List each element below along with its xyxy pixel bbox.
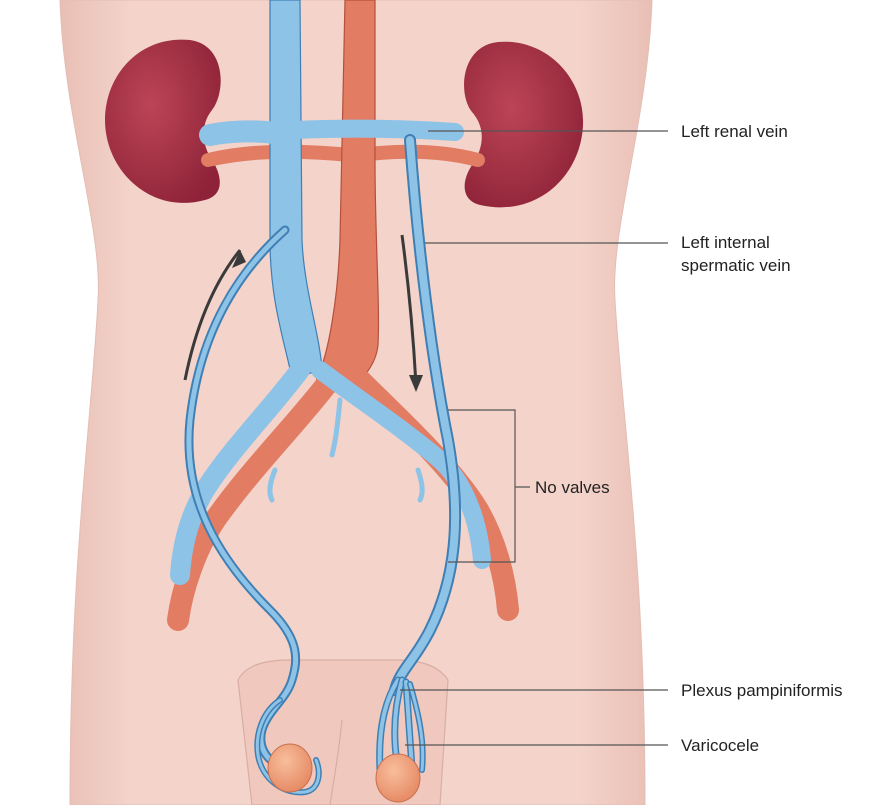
right-testis bbox=[268, 744, 312, 792]
left-renal-artery bbox=[360, 152, 478, 160]
label-left-renal-vein: Left renal vein bbox=[681, 121, 788, 142]
label-left-internal-spermatic-vein-line2: spermatic vein bbox=[681, 255, 791, 276]
label-no-valves: No valves bbox=[535, 477, 610, 498]
label-varicocele: Varicocele bbox=[681, 735, 759, 756]
right-renal-vein bbox=[210, 131, 290, 135]
label-left-internal-spermatic-vein-line1: Left internal bbox=[681, 232, 770, 253]
left-testis bbox=[376, 754, 420, 802]
label-plexus-pampiniformis: Plexus pampiniformis bbox=[681, 680, 843, 701]
